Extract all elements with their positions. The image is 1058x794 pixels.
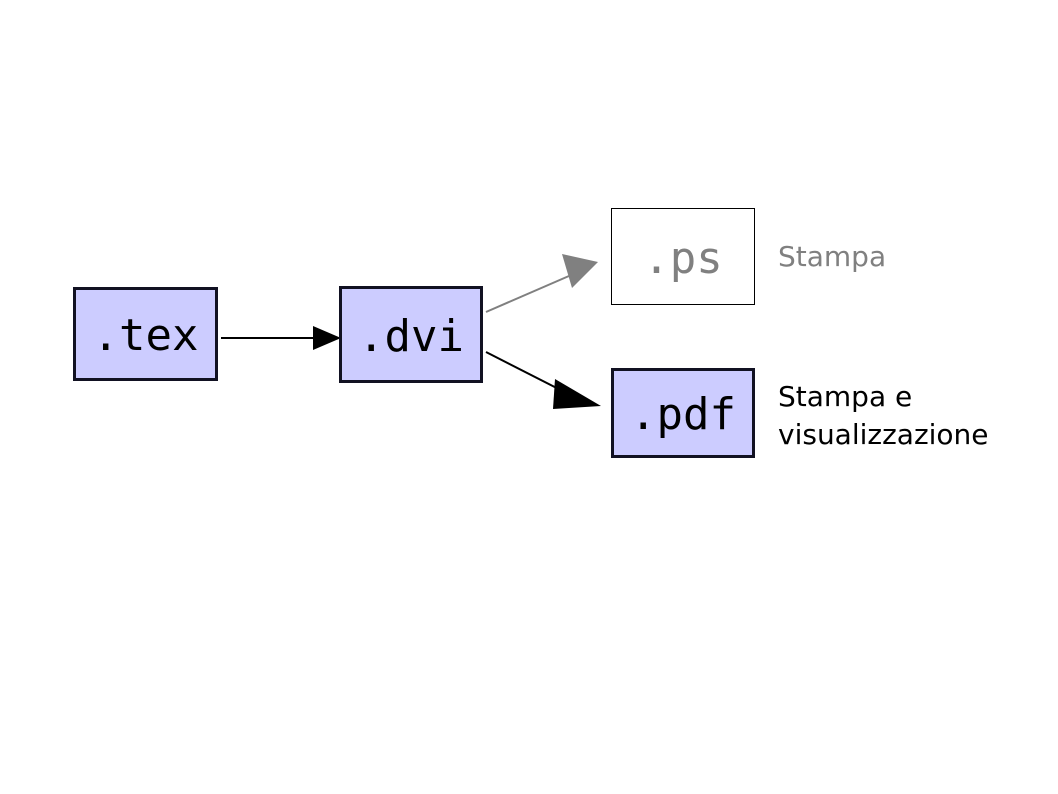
edge-tex-to-dvi: [221, 326, 341, 350]
node-tex[interactable]: .tex: [73, 287, 218, 381]
node-pdf-label: .pdf: [630, 389, 736, 440]
edge-dvi-to-pdf: [485, 351, 601, 409]
node-dvi[interactable]: .dvi: [339, 286, 483, 383]
node-pdf[interactable]: .pdf: [611, 368, 755, 458]
node-ps[interactable]: .ps: [611, 208, 755, 305]
node-ps-label: .ps: [643, 232, 723, 284]
annotation-ps: Stampa: [778, 240, 887, 273]
edge-dvi-to-ps: [485, 254, 598, 313]
annotation-pdf: Stampa e visualizzazione: [778, 380, 989, 451]
node-dvi-label: .dvi: [358, 310, 464, 362]
node-tex-label: .tex: [92, 310, 199, 361]
